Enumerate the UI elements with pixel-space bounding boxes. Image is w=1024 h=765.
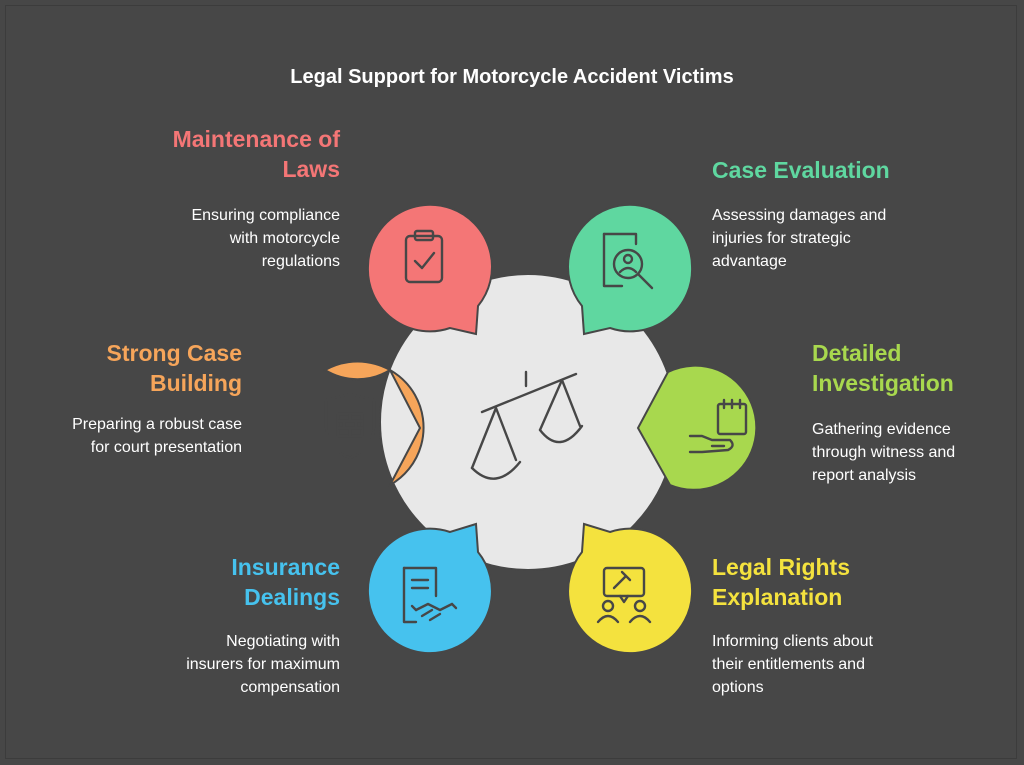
heading-case-evaluation: Case Evaluation	[712, 155, 972, 185]
desc-line: their entitlements and	[712, 656, 865, 673]
clipboard-check-icon	[404, 229, 444, 284]
desc-line: insurers for maximum	[186, 656, 340, 673]
desc-maintenance-of-laws: Ensuring compliance with motorcycle regu…	[90, 204, 340, 273]
node-legal-rights-explanation	[567, 522, 694, 655]
heading-line: Dealings	[244, 584, 340, 610]
desc-line: report analysis	[812, 467, 917, 484]
heading-line: Detailed	[812, 340, 902, 366]
desc-line: Preparing a robust case	[72, 416, 242, 433]
desc-line: Gathering evidence	[812, 421, 951, 438]
heading-insurance-dealings: Insurance Dealings	[90, 552, 340, 612]
desc-line: regulations	[261, 253, 340, 270]
desc-line: injuries for strategic	[712, 230, 851, 247]
shield-brick-icon	[324, 392, 376, 460]
desc-line: Informing clients about	[712, 633, 873, 650]
page-frame	[5, 5, 1017, 759]
node-case-evaluation	[567, 203, 694, 336]
heading-line: Laws	[282, 156, 340, 182]
heading-line: Investigation	[812, 370, 954, 396]
desc-detailed-investigation: Gathering evidence through witness and r…	[812, 418, 1012, 487]
calendar-hand-icon	[688, 398, 748, 454]
heading-line: Building	[150, 370, 242, 396]
desc-line: Assessing damages and	[712, 207, 887, 224]
node-maintenance-of-laws	[366, 203, 493, 336]
desc-line: with motorcycle	[229, 230, 340, 247]
desc-line: compensation	[240, 679, 340, 696]
heading-line: Case Evaluation	[712, 157, 890, 183]
heading-line: Strong Case	[106, 340, 242, 366]
heading-line: Explanation	[712, 584, 843, 610]
contract-handshake-icon	[402, 566, 458, 624]
heading-detailed-investigation: Detailed Investigation	[812, 338, 1012, 398]
heading-maintenance-of-laws: Maintenance of Laws	[90, 124, 340, 184]
desc-line: through witness and	[812, 444, 956, 461]
desc-line: for court presentation	[90, 439, 242, 456]
document-search-icon	[602, 232, 654, 290]
desc-case-evaluation: Assessing damages and injuries for strat…	[712, 204, 972, 273]
desc-insurance-dealings: Negotiating with insurers for maximum co…	[90, 630, 340, 699]
heading-line: Maintenance of	[172, 126, 340, 152]
heading-legal-rights-explanation: Legal Rights Explanation	[712, 552, 972, 612]
heading-line: Insurance	[231, 554, 340, 580]
desc-strong-case-building: Preparing a robust case for court presen…	[20, 413, 242, 459]
heading-strong-case-building: Strong Case Building	[20, 338, 242, 398]
heading-line: Legal Rights	[712, 554, 851, 580]
desc-line: options	[712, 679, 764, 696]
desc-line: Ensuring compliance	[191, 207, 340, 224]
desc-legal-rights-explanation: Informing clients about their entitlemen…	[712, 630, 972, 699]
desc-line: Negotiating with	[226, 633, 340, 650]
node-insurance-dealings	[366, 522, 493, 655]
gavel-people-icon	[596, 566, 652, 624]
scales-of-justice-icon	[470, 370, 584, 480]
desc-line: advantage	[712, 253, 787, 270]
page-title: Legal Support for Motorcycle Accident Vi…	[290, 66, 734, 88]
node-strong-case-building	[323, 360, 425, 488]
node-detailed-investigation	[636, 364, 758, 491]
